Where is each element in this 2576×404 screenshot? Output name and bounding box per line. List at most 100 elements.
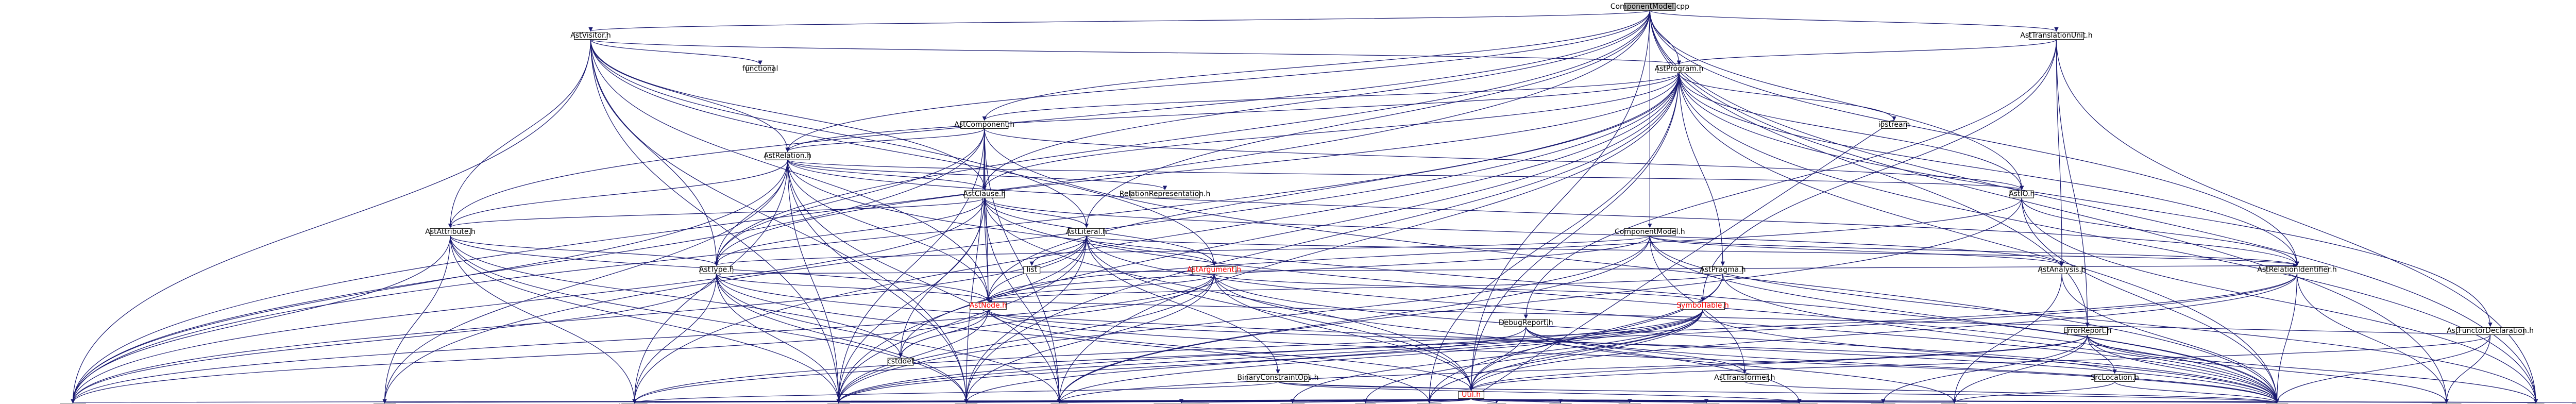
node-util[interactable]: Util.h	[1458, 391, 1484, 399]
node-cstddef[interactable]: cstddef	[887, 358, 914, 366]
node-label-string: string	[2266, 403, 2287, 404]
node-astanalysis[interactable]: AstAnalysis.h	[2038, 266, 2086, 274]
node-box-astanalysis[interactable]	[2041, 266, 2082, 274]
edge-binaryconstraintops-to-ramtypes	[1277, 381, 1802, 403]
node-array[interactable]: array	[1487, 403, 1506, 404]
node-box-asttype[interactable]	[700, 266, 733, 274]
node-relationrep[interactable]: RelationRepresentation.h	[1120, 190, 1211, 198]
node-box-iostream2[interactable]	[1881, 121, 1907, 129]
node-astliteral[interactable]: AstLiteral.h	[1066, 228, 1107, 236]
node-box-astliteral[interactable]	[1068, 228, 1105, 236]
node-box-astfunctordecl[interactable]	[2456, 327, 2524, 335]
node-box-astargument[interactable]	[1192, 266, 1236, 274]
node-chrono[interactable]: chrono	[1617, 403, 1642, 404]
node-astio[interactable]: AstIO.h	[2009, 190, 2035, 198]
edge-astcomponent-to-asttype	[714, 128, 985, 266]
node-sstream[interactable]: sstream	[1940, 403, 1969, 404]
node-astprogram[interactable]: AstProgram.h	[1655, 65, 1704, 73]
node-box-astprogram[interactable]	[1656, 65, 1701, 73]
node-map[interactable]: map	[2527, 403, 2545, 404]
node-asttransformer[interactable]: AstTransformer.h	[1714, 374, 1775, 382]
node-set[interactable]: set	[1050, 403, 1068, 404]
node-box-srclocation[interactable]	[2094, 374, 2136, 382]
node-debugreport[interactable]: DebugReport.h	[1499, 318, 1553, 327]
edge-astcomponent-to-set	[984, 128, 1062, 403]
node-condition_variable[interactable]: condition_variable	[1148, 403, 1214, 404]
edge-astfunctordecl-to-util	[1469, 334, 2491, 391]
node-asttranslationunit[interactable]: AstTranslationUnit.h	[2020, 31, 2092, 40]
node-astargument[interactable]: AstArgument.h	[1187, 266, 1241, 274]
node-memory[interactable]: memory	[58, 403, 88, 404]
edge-astvisitor-to-astprogram	[590, 39, 1681, 65]
node-astrelation[interactable]: AstRelation.h	[764, 152, 811, 160]
node-string[interactable]: string	[2265, 403, 2289, 404]
node-box-list[interactable]	[1023, 266, 1041, 274]
node-sstream2[interactable]: sstream	[1692, 403, 1721, 404]
node-iostream[interactable]: iostream	[619, 403, 651, 404]
node-label-condition_variable: condition_variable	[1148, 403, 1214, 404]
node-mutex[interactable]: mutex	[1354, 403, 1377, 404]
edge-astnode-to-memory	[71, 309, 989, 403]
edge-util-to-cctype	[384, 398, 1472, 403]
edge-asttype-to-memory	[71, 274, 717, 403]
edge-symboltable-to-utility	[964, 309, 1703, 403]
node-ramtypes[interactable]: RamTypes.h	[1777, 403, 1821, 404]
edge-astrelation-to-relationrep	[787, 159, 1167, 190]
node-box-debugreport[interactable]	[1503, 319, 1548, 327]
node-box-asttranslationunit[interactable]	[2028, 32, 2084, 40]
node-vector[interactable]: vector	[827, 403, 851, 404]
node-asttype[interactable]: AstType.h	[699, 266, 734, 274]
node-box-util[interactable]	[1458, 391, 1484, 399]
node-iostream2[interactable]: iostream	[1878, 121, 1910, 129]
edge-astrelation-to-cctype	[382, 160, 788, 403]
node-astnode[interactable]: AstNode.h	[970, 301, 1007, 310]
node-astpragma[interactable]: AstPragma.h	[1700, 266, 1746, 274]
node-box-root[interactable]	[1624, 3, 1676, 11]
edge-astrelation-to-astio	[787, 159, 2024, 190]
edge-astprogram-to-set	[1057, 73, 1680, 403]
node-astcomponent[interactable]: AstComponent.h	[954, 121, 1014, 129]
node-binaryconstraintops[interactable]: BinaryConstraintOps.h	[1237, 374, 1319, 382]
node-box-cstddef[interactable]	[887, 358, 914, 366]
node-box-asttransformer[interactable]	[1720, 374, 1769, 382]
node-box-astvisitor[interactable]	[574, 32, 607, 40]
node-list[interactable]: list	[1023, 266, 1041, 274]
node-cassert[interactable]: cassert	[1416, 403, 1443, 404]
node-box-astnode[interactable]	[969, 302, 1007, 310]
node-label-memory: memory	[58, 403, 88, 404]
node-root[interactable]: ComponentModel.cpp	[1611, 3, 1689, 11]
node-astclause[interactable]: AstClause.h	[963, 190, 1006, 198]
node-box-astio[interactable]	[2009, 190, 2034, 198]
node-box-errorreport[interactable]	[2067, 327, 2108, 335]
node-cctype[interactable]: cctype	[372, 403, 397, 404]
node-label-root: ComponentModel.cpp	[1611, 3, 1689, 11]
node-errorreport[interactable]: ErrorReport.h	[2063, 327, 2112, 335]
node-box-astclause[interactable]	[964, 190, 1005, 198]
node-astvisitor[interactable]: AstVisitor.h	[570, 31, 611, 40]
node-box-functional[interactable]	[746, 65, 774, 73]
node-box-relationrep[interactable]	[1130, 190, 1200, 198]
node-astfunctordecl[interactable]: AstFunctorDeclaration.h	[2447, 327, 2534, 335]
node-utility[interactable]: utility	[955, 403, 978, 404]
node-srclocation[interactable]: SrcLocation.h	[2090, 374, 2139, 382]
node-box-astattribute[interactable]	[430, 228, 471, 236]
edge-astcomponent-to-astrelation	[785, 128, 985, 153]
node-box-astrelation[interactable]	[765, 152, 810, 160]
node-cstdlib[interactable]: cstdlib	[1280, 403, 1305, 404]
node-functional[interactable]: functional	[742, 65, 778, 73]
node-box-astpragma[interactable]	[1702, 266, 1743, 274]
node-atomic[interactable]: atomic	[1548, 403, 1573, 404]
node-iosfwd[interactable]: iosfwd	[2572, 403, 2576, 404]
node-box-binaryconstraintops[interactable]	[1246, 374, 1310, 382]
node-astattribute[interactable]: AstAttribute.h	[425, 228, 476, 236]
node-cassert2[interactable]: cassert	[1870, 403, 1896, 404]
node-symboltable[interactable]: SymbolTable.h	[1676, 301, 1729, 310]
node-astrelationidentifier[interactable]: AstRelationIdentifier.h	[2257, 266, 2337, 274]
node-box-astrelationidentifier[interactable]	[2265, 266, 2329, 274]
node-box-symboltable[interactable]	[1680, 302, 1725, 310]
node-box-astcomponent[interactable]	[960, 121, 1009, 129]
node-box-componentmodel[interactable]	[1624, 228, 1676, 236]
node-algorithm[interactable]: algorithm	[2429, 403, 2464, 404]
edge-astfunctordecl-to-algorithm	[2444, 334, 2491, 403]
node-componentmodel[interactable]: ComponentModel.h	[1615, 228, 1685, 236]
